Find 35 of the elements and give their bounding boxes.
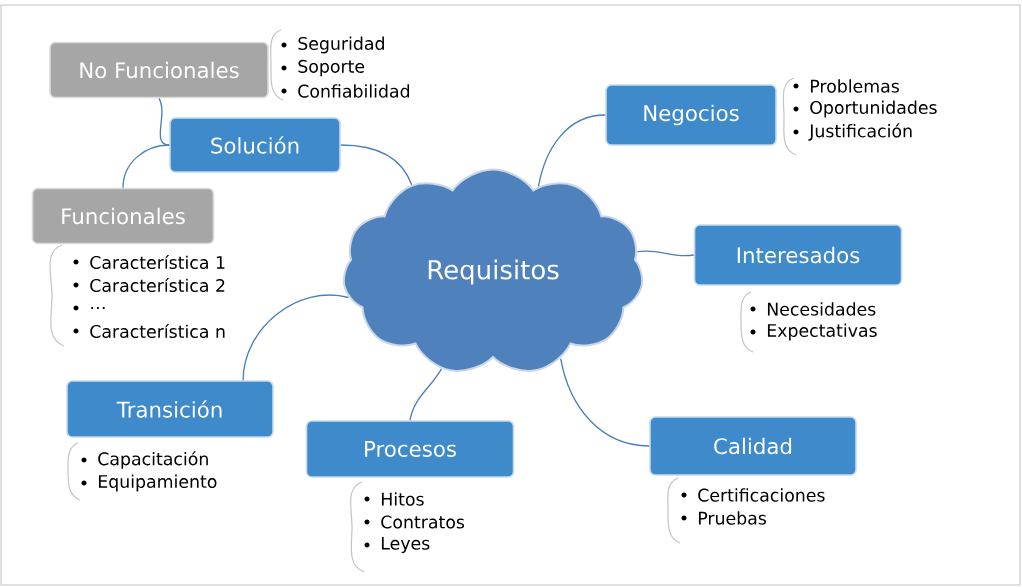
bullet-item: Problemas [810, 79, 899, 93]
connector-line [560, 358, 650, 447]
bullet-item: Pruebas [698, 511, 766, 525]
bullet-item: … [91, 306, 105, 310]
bullet-item: Confiabilidad [298, 84, 410, 98]
bullet-item: Hitos [381, 492, 424, 506]
connector-line [537, 114, 606, 188]
bullet-item: Equipamiento [98, 474, 217, 492]
bullet-item: Oportunidades [810, 100, 937, 118]
connector-line [409, 368, 443, 421]
bullet-item: Justificación [808, 123, 912, 141]
bullet-item: Característica n [90, 323, 225, 339]
bullet-item: Necesidades [767, 302, 876, 316]
bullet-item: Contratos [381, 515, 465, 529]
topic-box: Funcionales [31, 187, 215, 245]
topic-box: Negocios [605, 84, 777, 146]
topic-box: Transición [66, 380, 274, 438]
bullet-item: Seguridad [298, 36, 384, 54]
bullet-item: Característica 1 [90, 254, 225, 270]
connector-line [636, 250, 695, 257]
connector-line [158, 97, 170, 146]
bullet-item: Característica 2 [90, 277, 225, 293]
topic-box: Calidad [649, 416, 857, 476]
topic-box: Interesados [693, 224, 903, 286]
bullet-item: Certificaciones [698, 488, 825, 502]
bullet-item: Capacitación [98, 451, 208, 469]
topic-box: Solución [169, 117, 341, 173]
connector-line [242, 294, 350, 381]
bullet-item: Expectativas [767, 323, 877, 341]
connector-line [122, 144, 170, 189]
topic-box: No Funcionales [49, 41, 269, 99]
topic-box: Procesos [305, 420, 515, 478]
connector-line [340, 144, 413, 186]
bullet-item: Soporte [298, 59, 365, 77]
bullet-item: Leyes [381, 536, 430, 554]
